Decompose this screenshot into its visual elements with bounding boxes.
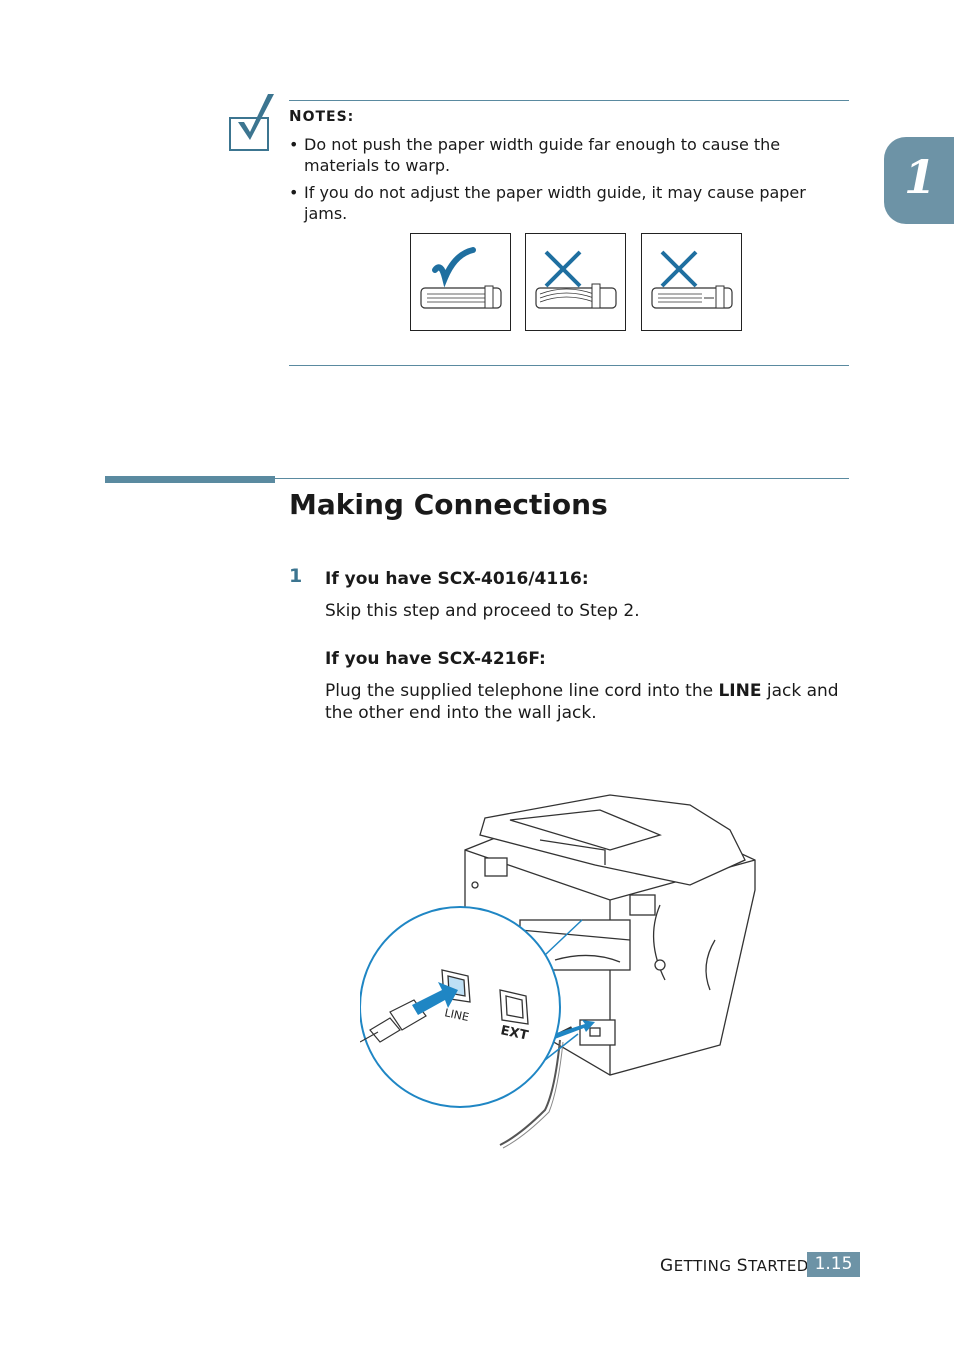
section-thick-rule — [105, 476, 275, 483]
model-a-heading: If you have SCX-4016/4116: — [325, 569, 589, 589]
notes-bullet-1: • Do not push the paper width guide far … — [289, 135, 781, 175]
section-thin-rule — [275, 478, 849, 479]
model-b-heading: If you have SCX-4216F: — [325, 649, 546, 669]
printer-connection-illustration: LINE EXT — [359, 790, 770, 1160]
paper-guide-loose-image — [641, 233, 742, 331]
line-jack-label: LINE — [443, 1006, 470, 1024]
model-a-text: Skip this step and proceed to Step 2. — [325, 601, 640, 621]
chapter-number: 1 — [904, 150, 937, 204]
note-checkmark-icon — [228, 92, 278, 154]
ext-jack-label: EXT — [499, 1023, 529, 1043]
notes-heading: NOTES: — [289, 107, 355, 125]
notes-bottom-rule — [289, 365, 849, 366]
section-title: Making Connections — [289, 488, 608, 521]
notes-bullet-2: • If you do not adjust the paper width g… — [289, 183, 806, 223]
notes-top-rule — [289, 100, 849, 101]
step-number: 1 — [289, 565, 303, 587]
model-b-text: Plug the supplied telephone line cord in… — [325, 681, 839, 723]
chapter-tab — [884, 137, 954, 224]
paper-guide-correct-image — [410, 233, 511, 331]
paper-guide-warped-image — [525, 233, 626, 331]
page-number: 1.15 — [807, 1252, 860, 1277]
footer-chapter-title: GETTING STARTED — [660, 1256, 809, 1276]
